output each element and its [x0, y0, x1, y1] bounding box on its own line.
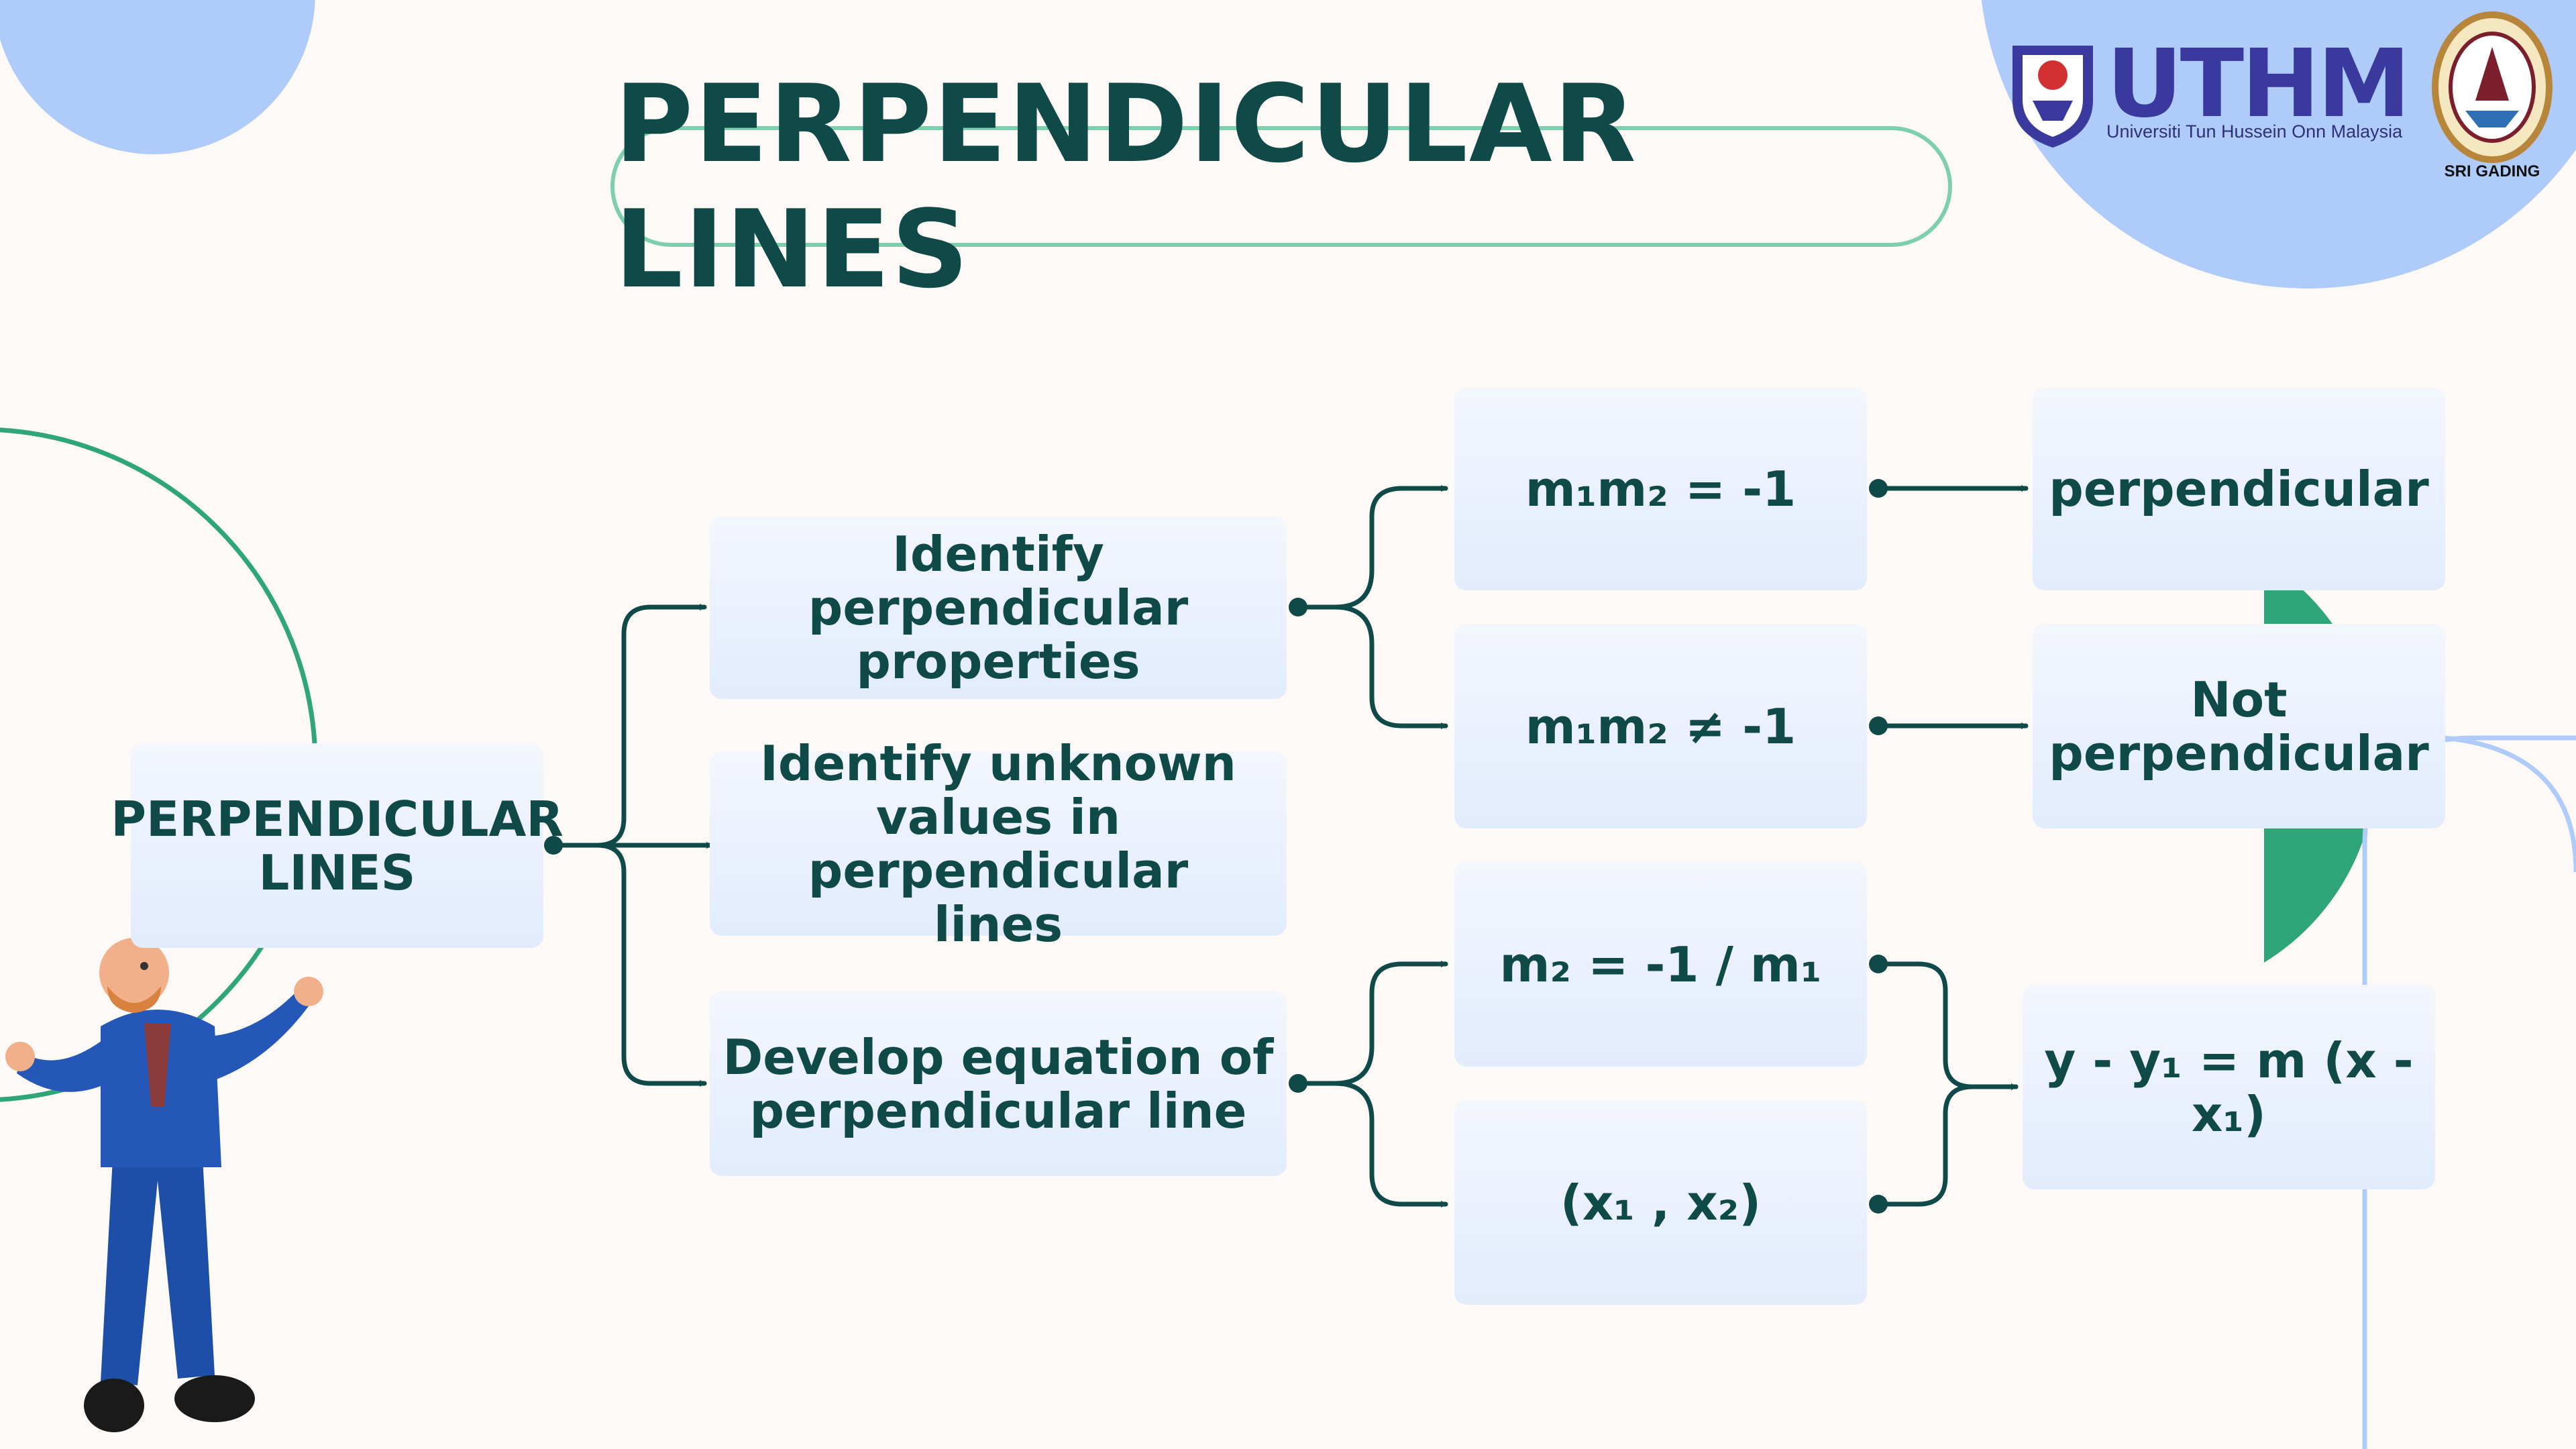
node-point: (x₁ , x₂): [1454, 1100, 1867, 1305]
node-result-perpendicular-label: perpendicular: [2049, 461, 2429, 517]
node-result-perpendicular: perpendicular: [2033, 388, 2445, 590]
node-root: PERPENDICULAR LINES: [111, 743, 564, 948]
uthm-subtitle-text: Universiti Tun Hussein Onn Malaysia: [2106, 121, 2403, 142]
node-point-label: (x₁ , x₂): [1560, 1174, 1762, 1231]
college-logo: SRI GADING: [2428, 13, 2556, 188]
node-identify-unknown-label: Identify unknown values in perpendicular…: [760, 735, 1236, 953]
node-gradient-formula-label: m₂ = -1 / m₁: [1499, 936, 1822, 993]
node-product-neg-one: m₁m₂ = -1: [1454, 388, 1867, 590]
uthm-brand-text: UTHM: [2106, 30, 2411, 139]
title-pill: PERPENDICULAR LINES: [610, 61, 1952, 312]
uthm-shield-logo: [2012, 46, 2093, 148]
decor-circle-topleft: [0, 0, 315, 154]
connector-gradient-equation: [1876, 961, 2019, 1090]
node-develop-equation-label: Develop equation of perpendicular line: [722, 1028, 1274, 1139]
node-identify-unknown: Identify unknown values in perpendicular…: [710, 737, 1287, 951]
connector-develop-point: [1295, 1081, 1448, 1208]
node-result-not-perpendicular-label: Not perpendicular: [2049, 671, 2429, 782]
kolej-seal-logo: [2432, 11, 2553, 163]
decor-circle-topright: [1981, 0, 2576, 288]
college-caption: SRI GADING: [2444, 162, 2540, 180]
node-develop-equation: Develop equation of perpendicular line: [710, 991, 1287, 1176]
node-product-not-neg-one-label: m₁m₂ ≠ -1: [1525, 698, 1796, 755]
decor-blue-outline-inner: [2445, 735, 2576, 873]
node-line-equation-label: y - y₁ = m (x - x₁): [2044, 1032, 2414, 1142]
connector-root-properties: [551, 604, 707, 848]
connector-properties-neq: [1295, 604, 1448, 729]
node-identify-properties: Identify perpendicular properties: [710, 517, 1287, 699]
connector-properties-eq: [1295, 485, 1448, 610]
page-title: PERPENDICULAR LINES: [614, 61, 1638, 312]
node-product-neg-one-label: m₁m₂ = -1: [1525, 461, 1796, 517]
uthm-logo: UTHM Universiti Tun Hussein Onn Malaysia: [2006, 30, 2411, 158]
connectors: [544, 479, 2029, 1214]
node-gradient-formula: m₂ = -1 / m₁: [1454, 862, 1867, 1067]
connector-root-develop: [551, 843, 707, 1087]
presenter-character: [5, 938, 323, 1432]
node-root-label: PERPENDICULAR LINES: [111, 790, 564, 901]
node-identify-properties-label: Identify perpendicular properties: [808, 526, 1189, 690]
node-line-equation: y - y₁ = m (x - x₁): [2023, 985, 2435, 1189]
connector-develop-gradient: [1295, 961, 1448, 1086]
connector-point-equation: [1876, 1083, 2019, 1207]
node-product-not-neg-one: m₁m₂ ≠ -1: [1454, 624, 1867, 828]
node-result-not-perpendicular: Not perpendicular: [2033, 624, 2445, 828]
